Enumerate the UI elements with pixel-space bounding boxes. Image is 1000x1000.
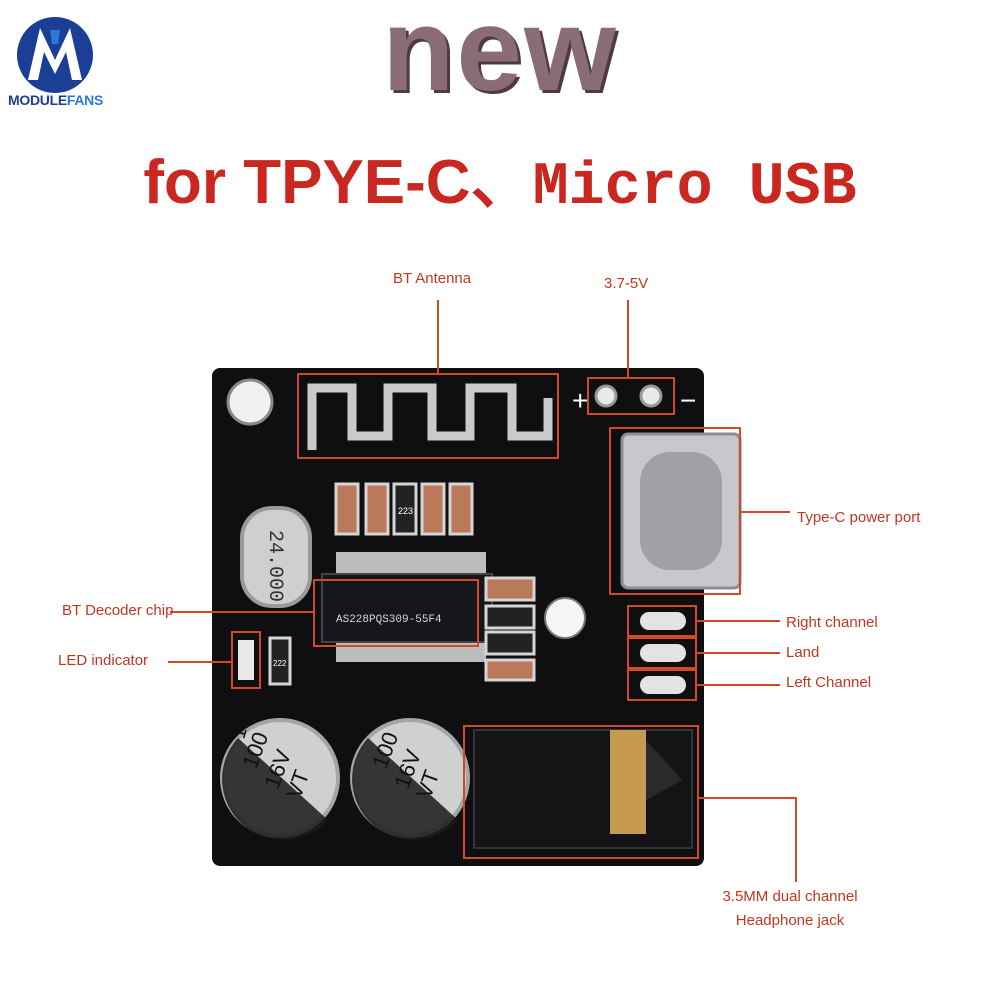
type-c-opening	[640, 452, 722, 570]
chip-label: AS228PQS309-55F4	[336, 614, 442, 626]
leader-jack	[698, 797, 797, 882]
mount-hole-center	[544, 597, 586, 639]
bt-decoder-chip	[321, 573, 493, 643]
smd-resistor	[364, 482, 390, 536]
led-indicator	[238, 640, 254, 680]
antenna-trace	[307, 383, 553, 450]
right-channel-pad	[640, 612, 686, 630]
callout-jack-line2: Headphone jack	[735, 912, 845, 929]
callout-bt-antenna: BT Antenna	[393, 270, 472, 287]
land-pad	[640, 644, 686, 662]
left-channel-pad	[640, 676, 686, 694]
smd-resistor	[448, 482, 474, 536]
smd-capacitor	[484, 576, 536, 602]
chip-pins-top	[336, 552, 486, 574]
crystal-label: 24.000	[263, 530, 286, 602]
smd-resistor	[392, 482, 418, 536]
callout-land: Land	[786, 644, 820, 661]
power-pad-minus	[639, 384, 663, 408]
headline-new: new	[382, 0, 618, 116]
antenna-box	[297, 373, 559, 459]
chip-pins-bottom	[336, 640, 486, 662]
resistor-label: 222	[273, 659, 287, 668]
callout-led: LED indicator	[58, 652, 149, 669]
callout-type-c: Type-C power port	[797, 509, 921, 526]
smd-capacitor	[484, 630, 536, 656]
resistor-label: 223	[398, 506, 413, 516]
led-box	[231, 631, 261, 689]
jack-box	[463, 725, 699, 859]
power-pad-plus	[594, 384, 618, 408]
smd-resistor	[420, 482, 446, 536]
minus-mark: −	[680, 385, 696, 416]
jack-contact	[610, 730, 646, 834]
callout-voltage: 3.7-5V	[604, 275, 649, 292]
smd-capacitor	[484, 604, 536, 630]
callout-decoder: BT Decoder chip	[62, 602, 174, 619]
smd-resistor	[268, 636, 292, 686]
callout-right-channel: Right channel	[786, 614, 878, 631]
subheadline: for TPYE-C、Micro USB	[143, 148, 857, 222]
brand-name: MODULEFANS	[8, 92, 104, 108]
smd-capacitor	[484, 658, 536, 682]
mount-hole-top-left	[226, 378, 274, 426]
crystal-oscillator	[240, 506, 312, 608]
plus-mark: +	[572, 385, 588, 416]
callout-left-channel: Left Channel	[786, 674, 872, 691]
smd-resistor	[334, 482, 360, 536]
callout-jack-line1: 3.5MM dual channel	[722, 888, 858, 905]
module-fans-logo	[17, 17, 93, 93]
power-pads-box	[587, 377, 675, 415]
